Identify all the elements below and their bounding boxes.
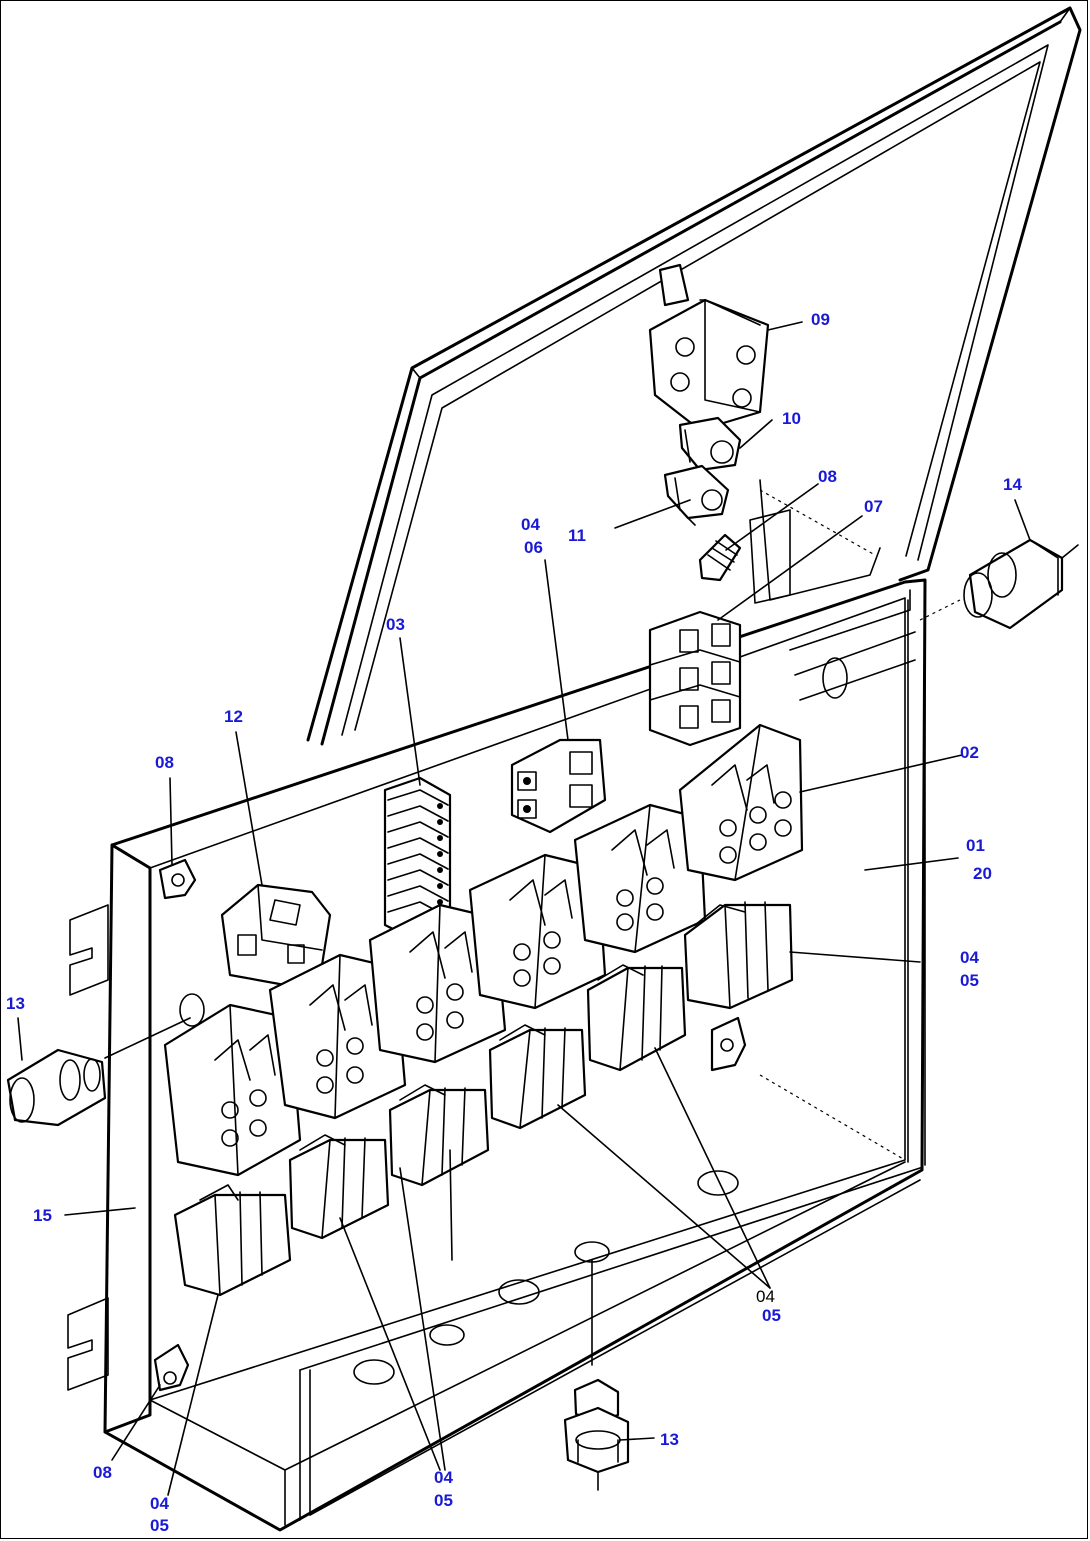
switch-10: [678, 416, 742, 472]
cabinet-door: [306, 6, 1082, 746]
fuse-holder-06: [510, 738, 607, 834]
callout-08-top: 08: [818, 467, 837, 486]
callout-05-bottom-left: 05: [150, 1516, 169, 1535]
relay-holder-1: [163, 1003, 302, 1177]
callout-13-left: 13: [6, 994, 25, 1013]
callout-05-bottom-center: 05: [434, 1491, 453, 1510]
relay-5: [586, 964, 687, 1072]
relay-row-04: [173, 901, 794, 1297]
callout-08-bottom: 08: [93, 1463, 112, 1482]
callout-20: 20: [973, 864, 992, 883]
mounting-bracket-bottom: [67, 1297, 109, 1391]
callout-14: 14: [1003, 475, 1022, 494]
screw-08-top: [698, 509, 791, 604]
callout-04-mid: 04: [756, 1287, 775, 1306]
callout-05-right: 05: [960, 971, 979, 990]
relay-3: [388, 1084, 490, 1187]
callout-04-right: 04: [960, 948, 979, 967]
callout-13-bottom: 13: [660, 1430, 679, 1449]
callout-04-bottom-center: 04: [434, 1468, 453, 1487]
relay-holder-row-02: [163, 723, 804, 1177]
callout-11: 11: [568, 526, 586, 545]
relay-holder-6: [678, 723, 804, 882]
switch-11: [663, 464, 730, 520]
callout-06: 06: [524, 538, 543, 557]
callout-12: 12: [224, 707, 243, 726]
callout-15: 15: [33, 1206, 52, 1225]
callout-04-bottom-left: 04: [150, 1494, 169, 1513]
relay-4: [488, 1024, 587, 1130]
relay-holder-3: [368, 903, 507, 1064]
relay-6: [683, 901, 794, 1010]
callout-08-left: 08: [155, 753, 174, 772]
screw-08-bottom: [153, 1343, 190, 1392]
screw-08-left: [158, 858, 197, 900]
cable-gland-13-left: [6, 1048, 107, 1127]
relay-1: [173, 1184, 292, 1297]
callout-07: 07: [864, 497, 883, 516]
cabinet-box: [103, 479, 961, 1532]
terminal-block-07: [648, 610, 742, 747]
leader-lines: [17, 321, 1031, 1496]
terminal-strip-03: [383, 776, 452, 942]
switch-block-12: [220, 883, 332, 987]
screw-08-right: [710, 1016, 747, 1072]
battery-switch-09: [648, 263, 770, 432]
cable-gland-13-bottom: [563, 1378, 630, 1474]
relay-2: [288, 1134, 390, 1240]
callout-09: 09: [811, 310, 830, 329]
callout-03: 03: [386, 615, 405, 634]
mounting-bracket-top: [69, 904, 109, 996]
callout-02: 02: [960, 743, 979, 762]
callout-04-top: 04: [521, 515, 540, 534]
callout-05-mid: 05: [762, 1306, 781, 1325]
relay-holder-2: [268, 953, 407, 1120]
callout-labels: 09 10 11 04 06 08 07 14 03 12 08 02 01 2…: [6, 310, 1022, 1535]
callout-10: 10: [782, 409, 801, 428]
cable-gland-14: [963, 538, 1079, 630]
panel-hole: [179, 993, 205, 1027]
callout-01: 01: [966, 836, 985, 855]
